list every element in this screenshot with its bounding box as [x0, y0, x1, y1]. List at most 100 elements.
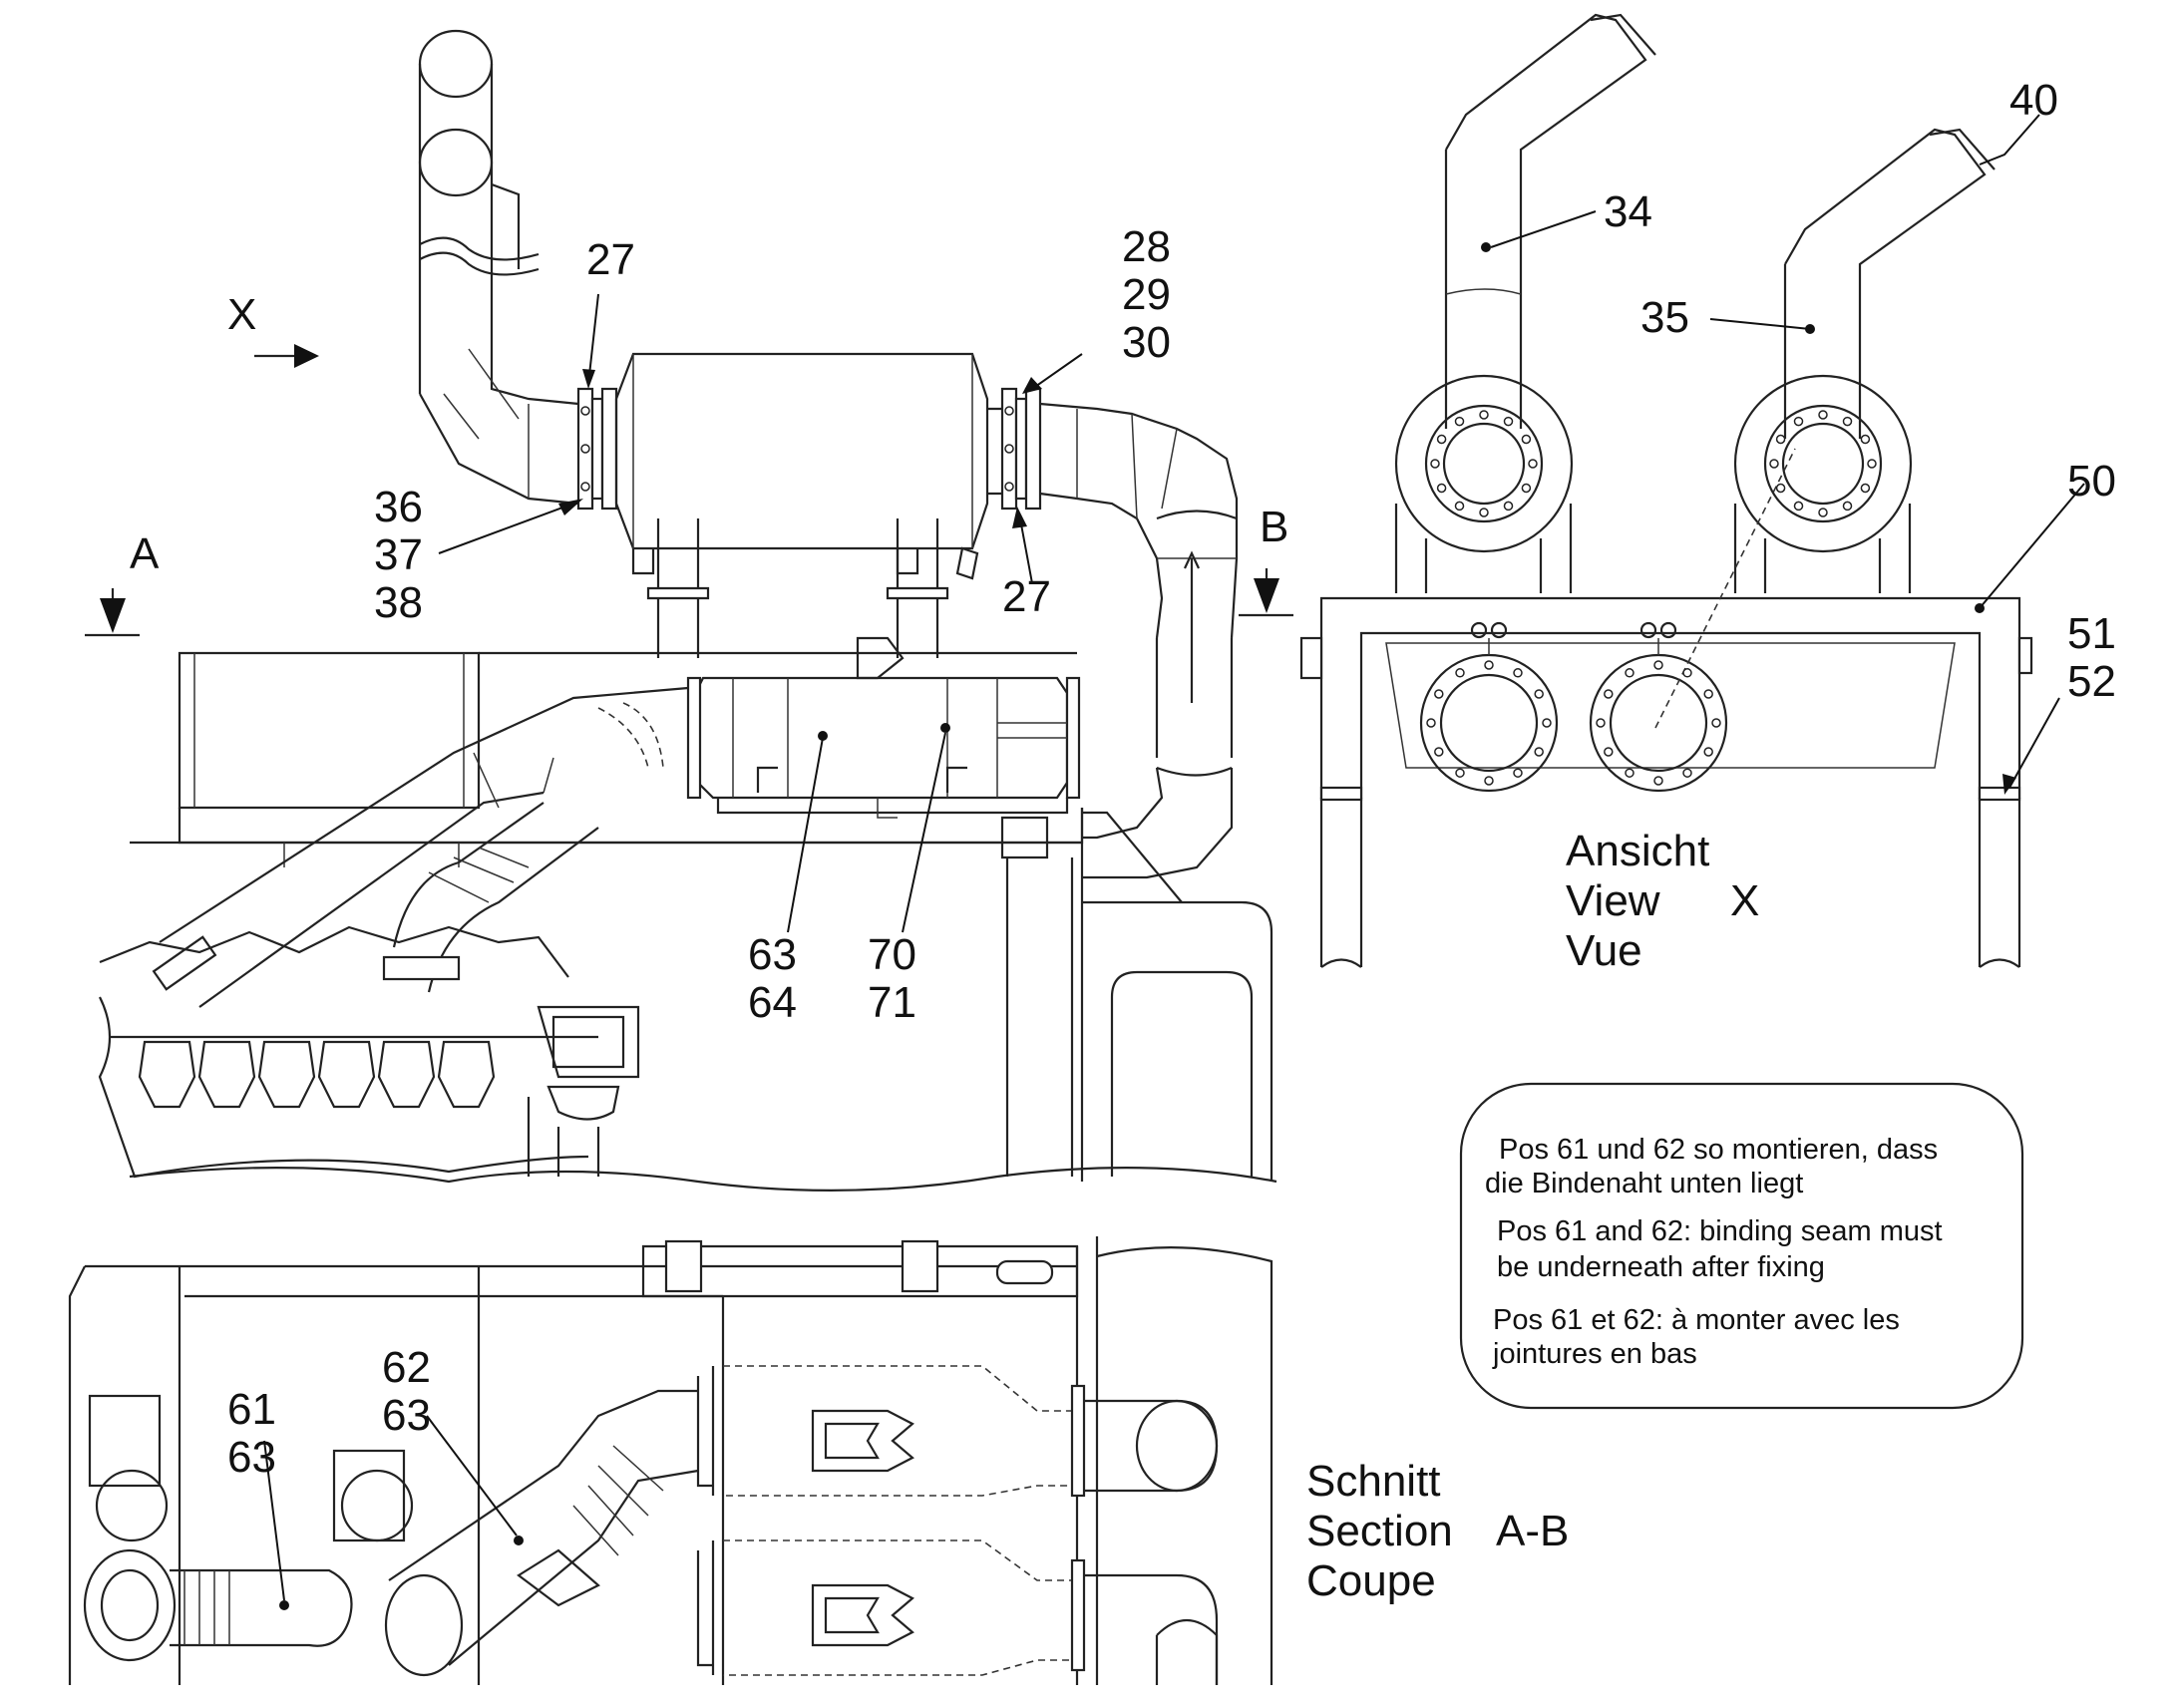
flange-bolt: [1436, 483, 1447, 494]
flange-bolt: [1521, 434, 1532, 445]
section-caption-suffix: A-B: [1496, 1507, 1569, 1555]
label-63-left: 63: [227, 1433, 276, 1482]
flange-bolt: [1513, 768, 1523, 778]
note-en-line1: Pos 61 and 62: binding seam must: [1497, 1215, 1943, 1247]
label-28: 28: [1122, 222, 1171, 271]
flange-bolt: [1653, 776, 1663, 786]
label-37: 37: [374, 530, 423, 579]
flange-bolt: [1426, 718, 1436, 728]
inlet-flange: [576, 387, 618, 511]
inlet-pipe-61: [152, 686, 689, 1008]
flange-bolt: [1528, 459, 1538, 469]
flange-bolt: [1625, 768, 1635, 778]
flange-bolt: [1604, 747, 1614, 757]
pipe-61-section: [83, 1548, 353, 1662]
section-caption-de: Schnitt: [1306, 1457, 1441, 1506]
flange-bolt: [1454, 501, 1465, 512]
flange-bolt: [1604, 689, 1614, 699]
label-38: 38: [374, 578, 423, 627]
return-bend-pipe: [1039, 402, 1239, 879]
note-en-line2: be underneath after fixing: [1497, 1251, 1825, 1283]
view-x-caption: Ansicht View Vue X: [1566, 827, 1759, 975]
leader-lines: [263, 114, 2085, 1601]
flange-bolt: [1842, 501, 1853, 512]
pipe-62-section: [384, 1389, 699, 1677]
flange-bolt: [1596, 718, 1606, 728]
view-x-caption-fr: Vue: [1566, 926, 1642, 975]
label-71: 71: [868, 978, 916, 1027]
flange-bolt: [1479, 508, 1489, 517]
flange-bolt: [1534, 689, 1544, 699]
flange-bolt: [1818, 508, 1828, 517]
view-x-caption-de: Ansicht: [1566, 827, 1709, 875]
label-62: 62: [382, 1343, 431, 1392]
label-61: 61: [227, 1385, 276, 1434]
label-30: 30: [1122, 318, 1171, 367]
flange-bolt: [1769, 459, 1779, 469]
flange-bolt: [1818, 410, 1828, 420]
view-x-caption-suffix: X: [1730, 876, 1759, 925]
flange-bolt: [1434, 747, 1444, 757]
label-40: 40: [2009, 76, 2058, 125]
part-numbers: 27 28 29 30 36 37 38 27 34 35 40 50 51 5…: [227, 76, 2116, 1482]
flange-bolt: [1542, 718, 1552, 728]
side-view: [98, 29, 1277, 1192]
flange-bolt: [1775, 483, 1786, 494]
label-50: 50: [2067, 457, 2116, 506]
label-51: 51: [2067, 609, 2116, 658]
label-29: 29: [1122, 270, 1171, 319]
section-caption-fr: Coupe: [1306, 1556, 1436, 1605]
section-a-letter: A: [130, 529, 160, 578]
flange-bolt: [1711, 718, 1721, 728]
view-x-caption-en: View: [1566, 876, 1660, 925]
label-63-right: 63: [382, 1391, 431, 1440]
label-27-top: 27: [586, 235, 635, 284]
note-fr-line2: jointures en bas: [1492, 1338, 1697, 1370]
flange-bolt: [1775, 434, 1786, 445]
view-x-drawing: [1299, 13, 2033, 968]
label-36: 36: [374, 483, 423, 531]
cylinder-bank: [98, 925, 640, 1179]
inlet-pipe-62: [382, 802, 599, 993]
flange-bolt: [1625, 668, 1635, 678]
flange-bolt: [1793, 501, 1804, 512]
note-de-line1: Pos 61 und 62 so montieren, dass: [1499, 1134, 1938, 1166]
flange-bolt: [1860, 483, 1871, 494]
break-line: [129, 1167, 1277, 1192]
flange-bolt: [1842, 416, 1853, 427]
flange-bolt: [1484, 776, 1494, 786]
section-b-letter: B: [1260, 503, 1288, 551]
label-63-mid: 63: [748, 930, 797, 979]
label-34: 34: [1604, 187, 1652, 236]
flange-bolt: [1484, 660, 1494, 670]
stack-pipe: [418, 29, 579, 506]
catalyst-body: [686, 636, 1081, 819]
engine-frame: [130, 651, 1273, 1182]
label-70: 70: [868, 930, 916, 979]
flange-bolt: [1503, 416, 1514, 427]
section-ab-drawing: [68, 1236, 1273, 1685]
flange-bolt: [1455, 668, 1465, 678]
flange-bolt: [1793, 416, 1804, 427]
flange-bolt: [1434, 689, 1444, 699]
view-x-marker: X: [227, 290, 256, 339]
flange-bolt: [1479, 410, 1489, 420]
note-de-line2: die Bindenaht unten liegt: [1485, 1168, 1803, 1199]
flange-bolt: [1521, 483, 1532, 494]
catalyst-upper: [696, 1365, 1219, 1498]
flange-bolt: [1653, 660, 1663, 670]
flange-bolt: [1703, 689, 1713, 699]
view-x-arrow: [254, 344, 319, 368]
outlet-flange: [987, 387, 1042, 511]
flange-bolt: [1513, 668, 1523, 678]
flange-bolt: [1436, 434, 1447, 445]
note-frame: [1459, 1082, 2024, 1410]
muffler-body: [614, 352, 989, 658]
flange-bolt: [1682, 768, 1692, 778]
flange-bolt: [1860, 434, 1871, 445]
flange-bolt: [1503, 501, 1514, 512]
section-caption-en: Section: [1306, 1507, 1453, 1555]
flange-bolt: [1534, 747, 1544, 757]
flange-bolt: [1867, 459, 1877, 469]
